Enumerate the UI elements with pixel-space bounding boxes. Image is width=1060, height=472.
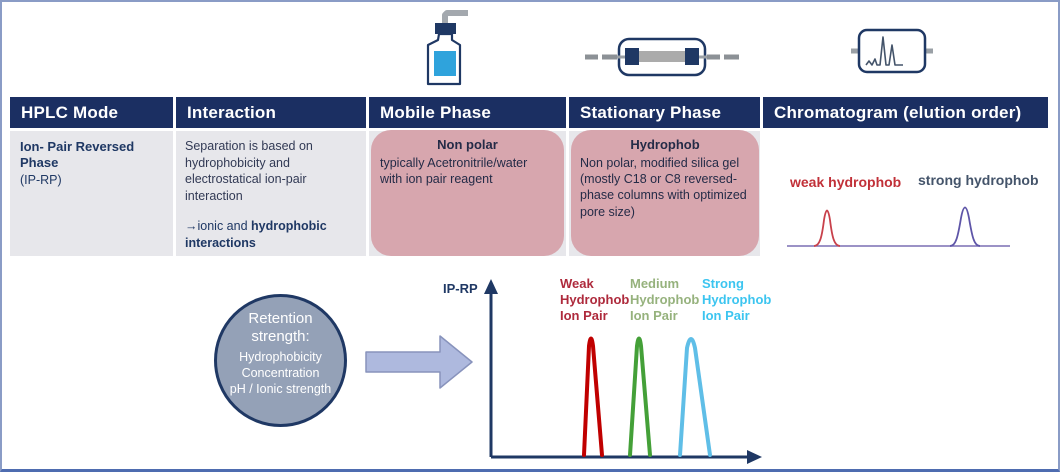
header-mobile-phase: Mobile Phase <box>369 97 566 128</box>
interaction-body: Separation is based on hydrophobicity an… <box>185 139 313 203</box>
interaction-conclusion: →ionic and hydrophobic interactions <box>176 204 366 251</box>
header-interaction: Interaction <box>176 97 366 128</box>
medium-ion-pair-label: Medium Hydrophob Ion Pair <box>630 276 700 323</box>
hplc-column-icon <box>585 37 739 77</box>
mobile-phase-bottle-icon <box>426 10 468 86</box>
chromatogram-detector-icon <box>851 28 933 74</box>
weak-ion-pair-label: Weak Hydrophob Ion Pair <box>560 276 630 323</box>
retention-strength-circle: Retention strength: Hydrophobicity Conce… <box>214 294 347 427</box>
header-chromatogram: Chromatogram (elution order) <box>763 97 1048 128</box>
strong-ion-pair-label: Strong Hydrophob Ion Pair <box>702 276 772 323</box>
arrow-bold: hydrophobic interactions <box>185 219 327 250</box>
header-stationary-phase: Stationary Phase <box>569 97 760 128</box>
mobile-phase-title: Non polar <box>437 137 498 152</box>
stationary-phase-box: Hydrophob Non polar, modified silica gel… <box>571 130 759 256</box>
cell-hplc-mode: Ion- Pair Reversed Phase (IP-RP) <box>10 131 173 256</box>
header-label: Stationary Phase <box>580 102 722 122</box>
header-label: HPLC Mode <box>21 102 119 122</box>
right-arrow-icon <box>365 335 473 389</box>
circle-line3: Hydrophobicity <box>239 350 322 364</box>
circle-line5: pH / Ionic strength <box>229 382 332 396</box>
circle-line1: Retention <box>248 310 313 327</box>
stationary-phase-body: Non polar, modified silica gel (mostly C… <box>580 155 747 219</box>
header-label: Mobile Phase <box>380 102 492 122</box>
stationary-phase-title: Hydrophob <box>630 137 700 152</box>
ip-rp-retention-chart <box>484 279 762 464</box>
header-label: Chromatogram (elution order) <box>774 102 1022 122</box>
mobile-phase-body: typically Acetronitrile/water with ion p… <box>380 155 528 187</box>
mode-abbr: (IP-RP) <box>20 172 62 187</box>
header-label: Interaction <box>187 102 277 122</box>
circle-line4: Concentration <box>241 366 320 380</box>
mobile-phase-box: Non polar typically Acetronitrile/water … <box>371 130 564 256</box>
circle-line2: strength: <box>251 328 310 345</box>
arrow-prefix: →ionic and <box>185 219 252 233</box>
cell-interaction: Separation is based on hydrophobicity an… <box>176 131 366 256</box>
elution-order-chromatogram <box>787 206 1010 247</box>
mode-name: Ion- Pair Reversed Phase <box>20 139 135 171</box>
strong-hydrophob-label: strong hydrophob <box>918 172 1039 188</box>
ip-rp-axis-label: IP-RP <box>443 281 478 296</box>
weak-hydrophob-label: weak hydrophob <box>790 174 902 190</box>
header-hplc-mode: HPLC Mode <box>10 97 173 128</box>
